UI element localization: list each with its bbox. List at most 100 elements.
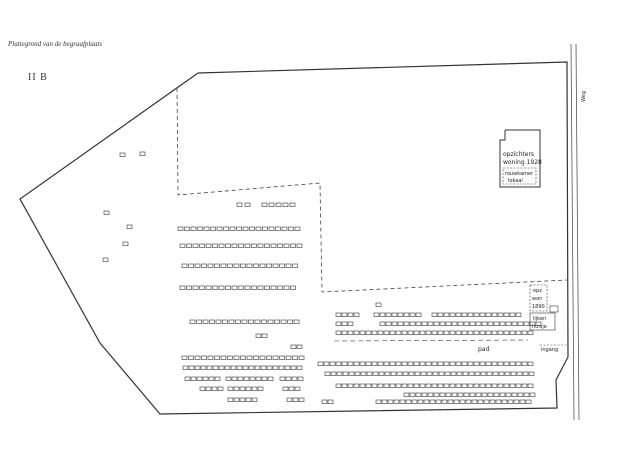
grave-marker: [190, 226, 197, 231]
grave-marker: [272, 365, 279, 370]
grave-marker: [378, 371, 385, 376]
grave-marker: [347, 312, 354, 317]
grave-marker: [230, 365, 237, 370]
grave-marker: [241, 319, 248, 324]
grave-marker: [197, 226, 203, 231]
grave-marker: [443, 312, 450, 317]
grave-marker: [245, 386, 252, 391]
grave-marker: [475, 392, 482, 397]
grave-marker: [220, 263, 227, 268]
grave-marker: [473, 330, 480, 335]
grave-marker: [419, 383, 426, 388]
grave-marker: [443, 330, 450, 335]
grave-marker: [353, 361, 360, 366]
grave-marker: [181, 355, 188, 360]
grave-marker: [347, 321, 354, 326]
grave-marker: [415, 321, 422, 326]
grave-marker: [403, 312, 410, 317]
grave-marker: [248, 319, 254, 324]
grave-marker: [461, 361, 468, 366]
grave-marker: [383, 361, 390, 366]
grave-marker: [468, 371, 475, 376]
grave-marker: [224, 365, 231, 370]
grave-marker: [396, 371, 403, 376]
grave-marker: [441, 399, 448, 404]
grave-marker: [267, 319, 274, 324]
grave-marker: [341, 312, 348, 317]
grave-marker: [463, 392, 470, 397]
road-label: Weg: [581, 91, 587, 102]
grave-marker: [280, 319, 287, 324]
grave-marker: [443, 361, 450, 366]
grave-marker: [379, 321, 386, 326]
grave-marker: [261, 333, 268, 338]
opz-building: [529, 284, 548, 312]
grave-marker: [189, 319, 196, 324]
grave-marker: [199, 285, 205, 290]
grave-marker: [479, 330, 486, 335]
grave-marker: [342, 371, 349, 376]
grave-marker: [249, 226, 255, 231]
grave-marker: [409, 312, 416, 317]
grave-marker: [497, 383, 504, 388]
grave-marker: [248, 365, 255, 370]
grave-marker: [275, 202, 282, 207]
grave-marker: [238, 285, 244, 290]
grave-marker: [501, 399, 508, 404]
grave-marker: [437, 330, 444, 335]
grave-marker: [375, 399, 382, 404]
grave-marker: [473, 361, 480, 366]
grave-marker: [254, 319, 261, 324]
grave-marker: [235, 319, 241, 324]
grave-marker: [353, 312, 360, 317]
grave-marker: [196, 319, 202, 324]
grave-marker: [321, 399, 328, 404]
grave-marker: [245, 397, 252, 402]
grave-marker: [254, 365, 261, 370]
grave-marker: [513, 399, 520, 404]
grave-marker: [212, 365, 219, 370]
grave-marker: [491, 361, 498, 366]
grave-marker: [371, 383, 378, 388]
grave-marker: [196, 376, 203, 381]
grave-marker: [431, 361, 438, 366]
grave-marker: [194, 263, 201, 268]
grave-marker: [266, 365, 273, 370]
grave-marker: [207, 355, 214, 360]
grave-marker: [411, 399, 418, 404]
grave-marker: [262, 226, 268, 231]
grave-marker: [229, 226, 236, 231]
grave-marker: [485, 361, 492, 366]
grave-marker: [253, 355, 259, 360]
grave-marker: [427, 321, 434, 326]
grave-marker: [296, 243, 303, 248]
grave-marker: [264, 285, 270, 290]
map-title: Plattegrond van de begraafplaats: [8, 40, 103, 48]
grave-marker: [437, 361, 444, 366]
grave-marker: [353, 383, 360, 388]
grave-marker: [373, 312, 380, 317]
grave-marker: [519, 399, 526, 404]
grave-marker: [257, 386, 264, 391]
grave-marker: [457, 392, 464, 397]
grave-marker: [255, 226, 262, 231]
grave-marker: [389, 361, 396, 366]
grave-marker: [233, 355, 240, 360]
grave-marker: [521, 330, 528, 335]
grave-marker: [409, 321, 416, 326]
grave-marker: [188, 365, 195, 370]
grave-marker: [286, 397, 293, 402]
grave-marker: [274, 319, 280, 324]
grave-marker: [259, 263, 266, 268]
grave-marker: [348, 371, 355, 376]
grave-marker: [347, 361, 354, 366]
grave-marker: [237, 376, 244, 381]
grave-marker: [264, 243, 270, 248]
grave-marker: [297, 376, 304, 381]
mortuary-label-2: huisje: [532, 324, 547, 330]
grave-marker: [330, 371, 337, 376]
grave-marker: [285, 263, 292, 268]
grave-marker: [467, 312, 474, 317]
grave-marker: [523, 321, 530, 326]
grave-marker: [449, 330, 456, 335]
